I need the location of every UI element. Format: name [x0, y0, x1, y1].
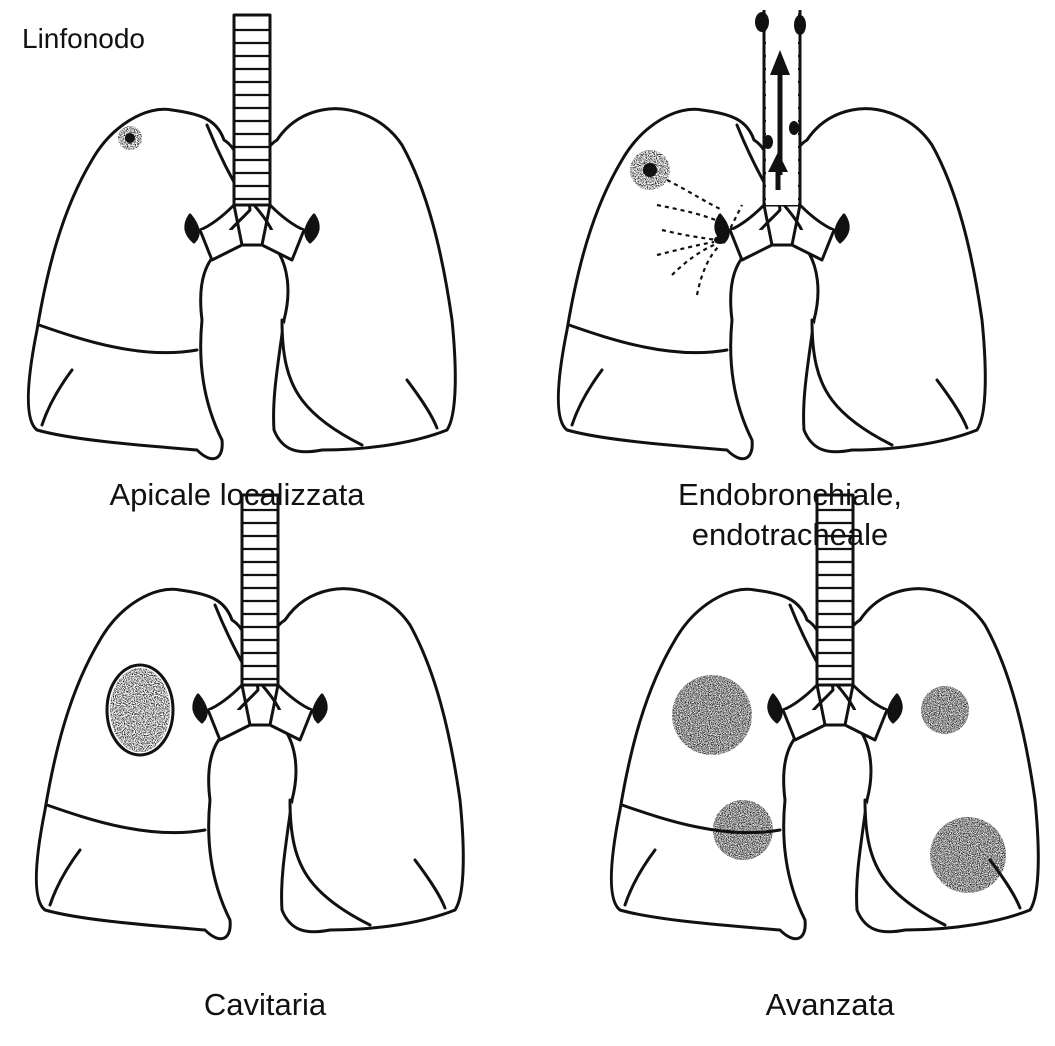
caption-line: endotracheale: [575, 515, 1005, 555]
lungs-endobronchial: [558, 10, 985, 459]
caption-cavitary: Cavitaria: [50, 985, 480, 1025]
lymph-node-label: Linfonodo: [22, 22, 145, 56]
lungs-cavitary: [36, 495, 463, 939]
lungs-advanced: [611, 495, 1038, 939]
caption-line: Apicale localizzata: [22, 475, 452, 515]
caption-endobronchial: Endobronchiale, endotracheale: [575, 475, 1005, 555]
caption-line: Endobronchiale,: [575, 475, 1005, 515]
lesion-lower-left: [713, 800, 773, 860]
caption-line: Cavitaria: [50, 985, 480, 1025]
caption-apical-localized: Apicale localizzata: [22, 475, 452, 515]
caption-advanced: Avanzata: [615, 985, 1045, 1025]
caption-line: Avanzata: [615, 985, 1045, 1025]
lesion-upper-right: [921, 686, 969, 734]
lungs-apical-localized: [28, 15, 455, 459]
lesion-lower-right: [930, 817, 1006, 893]
lesion-upper-left: [672, 675, 752, 755]
